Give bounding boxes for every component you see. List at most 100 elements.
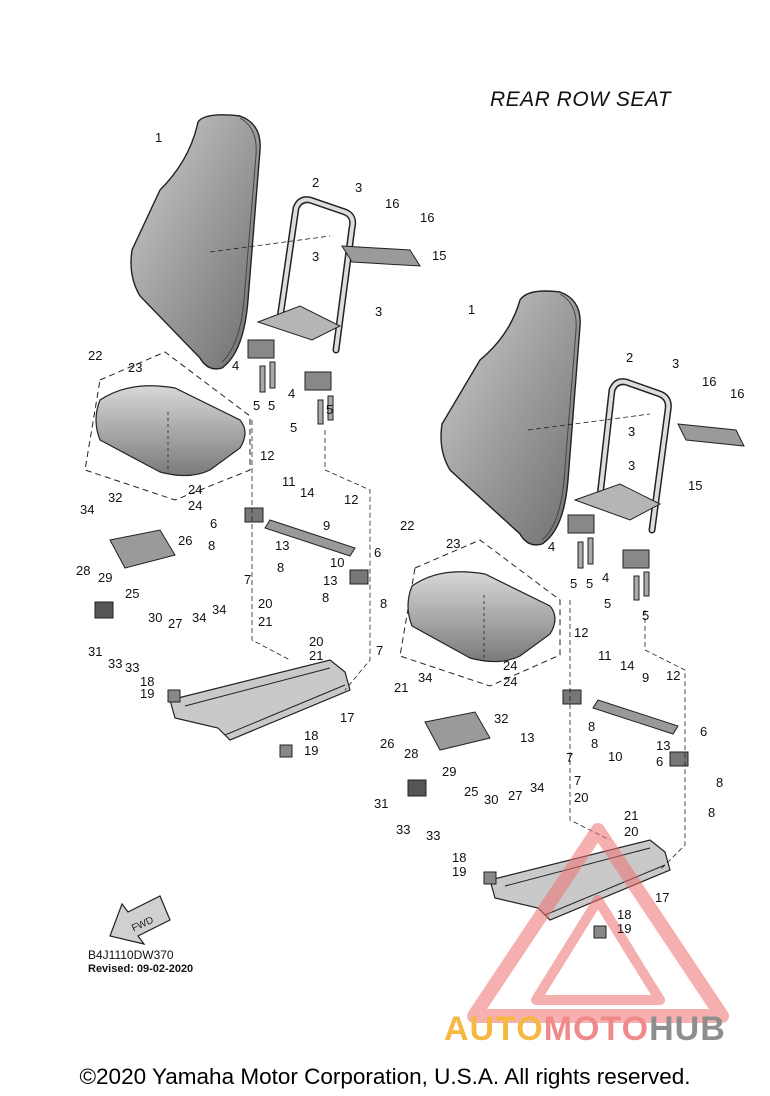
watermark-part-hub: HUB bbox=[649, 1010, 726, 1048]
left-callout-7: 7 bbox=[244, 572, 251, 587]
left-callout-21: 21 bbox=[258, 614, 272, 629]
watermark-part-auto: AUTO bbox=[444, 1010, 544, 1048]
right-callout-30: 30 bbox=[484, 792, 498, 807]
left-callout-5: 5 bbox=[326, 402, 333, 417]
right-callout-29: 29 bbox=[442, 764, 456, 779]
right-callout-3: 3 bbox=[628, 424, 635, 439]
right-callout-17: 17 bbox=[655, 890, 669, 905]
left-callout-2: 2 bbox=[312, 175, 319, 190]
watermark-part-moto: MOTO bbox=[543, 1010, 650, 1048]
right-callout-15: 15 bbox=[688, 478, 702, 493]
left-callout-7: 7 bbox=[376, 643, 383, 658]
left-callout-27: 27 bbox=[168, 616, 182, 631]
left-callout-24: 24 bbox=[188, 498, 202, 513]
left-callout-17: 17 bbox=[340, 710, 354, 725]
right-callout-19: 19 bbox=[617, 921, 631, 936]
left-callout-26: 26 bbox=[178, 533, 192, 548]
drawing-code: B4J1110DW370 bbox=[88, 948, 174, 962]
right-callout-9: 9 bbox=[642, 670, 649, 685]
left-callout-33: 33 bbox=[125, 660, 139, 675]
right-callout-3: 3 bbox=[672, 356, 679, 371]
right-callout-8: 8 bbox=[591, 736, 598, 751]
left-callout-5: 5 bbox=[253, 398, 260, 413]
left-seat-back bbox=[130, 114, 261, 370]
watermark-triangle-icon bbox=[467, 823, 729, 1023]
right-callout-4: 4 bbox=[548, 539, 555, 554]
right-callout-26: 26 bbox=[380, 736, 394, 751]
right-callout-10: 10 bbox=[608, 749, 622, 764]
right-callout-34: 34 bbox=[530, 780, 544, 795]
left-callout-12: 12 bbox=[344, 492, 358, 507]
right-callout-19: 19 bbox=[452, 864, 466, 879]
left-callout-18: 18 bbox=[140, 674, 154, 689]
right-callout-6: 6 bbox=[700, 724, 707, 739]
copyright-notice: ©2020 Yamaha Motor Corporation, U.S.A. A… bbox=[79, 1064, 691, 1089]
left-callout-6: 6 bbox=[374, 545, 381, 560]
right-callout-20: 20 bbox=[574, 790, 588, 805]
left-callout-11: 11 bbox=[282, 474, 296, 489]
left-callout-20: 20 bbox=[258, 596, 272, 611]
right-seat-assembly bbox=[399, 290, 745, 939]
right-callout-4: 4 bbox=[602, 570, 609, 585]
left-callout-8: 8 bbox=[380, 596, 387, 611]
left-callout-16: 16 bbox=[420, 210, 434, 225]
right-callout-8: 8 bbox=[716, 775, 723, 790]
right-callout-1: 1 bbox=[468, 302, 475, 317]
right-callout-8: 8 bbox=[588, 719, 595, 734]
right-callout-12: 12 bbox=[574, 625, 588, 640]
right-callout-32: 32 bbox=[494, 711, 508, 726]
right-callout-7: 7 bbox=[574, 773, 581, 788]
left-callout-33: 33 bbox=[108, 656, 122, 671]
left-seat-cushion bbox=[95, 385, 246, 477]
left-callout-32: 32 bbox=[108, 490, 122, 505]
right-callout-25: 25 bbox=[464, 784, 478, 799]
right-callout-28: 28 bbox=[404, 746, 418, 761]
right-callout-5: 5 bbox=[642, 608, 649, 623]
right-callout-5: 5 bbox=[570, 576, 577, 591]
left-callout-12: 12 bbox=[260, 448, 274, 463]
left-callout-3: 3 bbox=[375, 304, 382, 319]
right-seat-back bbox=[440, 290, 581, 546]
revision-date: Revised: 09-02-2020 bbox=[88, 963, 194, 975]
left-callout-13: 13 bbox=[275, 538, 289, 553]
left-callout-34: 34 bbox=[192, 610, 206, 625]
left-base-frame bbox=[169, 659, 351, 741]
right-callout-11: 11 bbox=[598, 648, 612, 663]
right-callout-23: 23 bbox=[446, 536, 460, 551]
left-callout-31: 31 bbox=[88, 644, 102, 659]
right-callout-21: 21 bbox=[394, 680, 408, 695]
right-callout-22: 22 bbox=[400, 518, 414, 533]
right-callout-31: 31 bbox=[374, 796, 388, 811]
right-callout-5: 5 bbox=[604, 596, 611, 611]
right-callout-3: 3 bbox=[628, 458, 635, 473]
right-callout-13: 13 bbox=[520, 730, 534, 745]
left-callout-4: 4 bbox=[232, 358, 239, 373]
right-callout-24: 24 bbox=[503, 674, 517, 689]
left-callout-20: 20 bbox=[309, 634, 323, 649]
right-seat-cushion bbox=[407, 571, 556, 663]
right-callout-18: 18 bbox=[617, 907, 631, 922]
left-callout-19: 19 bbox=[304, 743, 318, 758]
left-callout-23: 23 bbox=[128, 360, 142, 375]
left-callout-5: 5 bbox=[290, 420, 297, 435]
left-callout-21: 21 bbox=[309, 648, 323, 663]
left-seat-assembly bbox=[84, 114, 421, 758]
right-callout-7: 7 bbox=[566, 750, 573, 765]
drawing-reference: B4J1110DW370 Revised: 09-02-2020 bbox=[88, 948, 193, 976]
left-callout-3: 3 bbox=[355, 180, 362, 195]
left-callout-8: 8 bbox=[277, 560, 284, 575]
right-callout-16: 16 bbox=[730, 386, 744, 401]
right-callout-13: 13 bbox=[656, 738, 670, 753]
right-callout-21: 21 bbox=[624, 808, 638, 823]
left-callout-13: 13 bbox=[323, 573, 337, 588]
left-callout-22: 22 bbox=[88, 348, 102, 363]
left-callout-8: 8 bbox=[208, 538, 215, 553]
right-callout-27: 27 bbox=[508, 788, 522, 803]
left-callout-25: 25 bbox=[125, 586, 139, 601]
left-callout-19: 19 bbox=[140, 686, 154, 701]
right-callout-33: 33 bbox=[396, 822, 410, 837]
